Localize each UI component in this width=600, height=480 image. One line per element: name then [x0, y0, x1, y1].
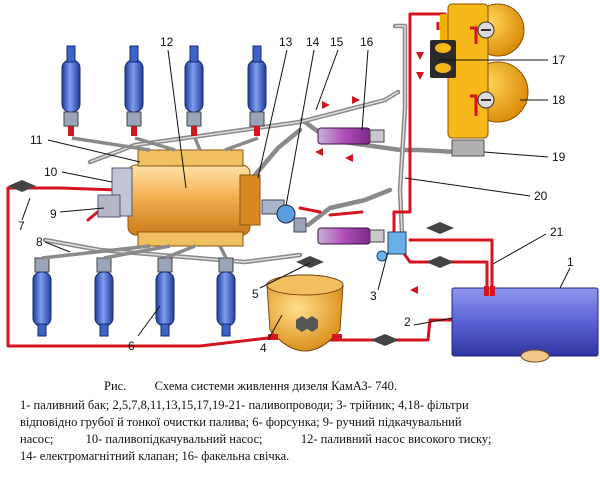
caption-line-3: насос; 10- паливопідкачувальний насос; 1…	[20, 431, 492, 448]
label-1: 1	[567, 255, 574, 269]
label-21: 21	[550, 225, 564, 239]
injector-top-3	[184, 45, 204, 136]
injector-bottom-1	[32, 257, 52, 337]
label-15: 15	[330, 35, 344, 49]
caption-line-3a: насос;	[20, 432, 54, 446]
label-11: 11	[30, 133, 43, 147]
label-3: 3	[370, 289, 377, 303]
fine-filter	[430, 3, 529, 157]
injector-top-4	[247, 45, 267, 136]
label-2: 2	[404, 315, 411, 329]
leader-lines	[21, 49, 571, 341]
caption-line-2: відповідно грубої й тонкої очистки палив…	[20, 415, 462, 429]
caption-line-3b: 10- паливопідкачувальний насос;	[85, 432, 263, 446]
injector-bottom-3	[155, 257, 175, 337]
label-10: 10	[44, 165, 58, 179]
label-5: 5	[252, 287, 259, 301]
caption-line-1: 1- паливний бак; 2,5,7,8,11,13,15,17,19-…	[20, 398, 469, 412]
label-19: 19	[552, 150, 566, 164]
injectors-bottom	[32, 257, 236, 337]
solenoid-valve	[261, 199, 307, 233]
injector-top-1	[61, 45, 81, 136]
glow-plugs	[317, 127, 385, 245]
label-14: 14	[306, 35, 320, 49]
label-20: 20	[534, 189, 548, 203]
caption-line-3c: 12- паливний насос високого тиску;	[300, 432, 492, 446]
injectors-top	[61, 45, 267, 136]
hp-lines-top	[71, 136, 259, 152]
injector-bottom-2	[94, 257, 114, 337]
caption-title-row: Рис. Схема системи живлення дизеля КамАЗ…	[104, 378, 397, 395]
hp-lines-bottom	[41, 244, 228, 260]
caption-line-4: 14- електромагнітний клапан; 16- факельн…	[20, 449, 290, 463]
injector-top-2	[124, 45, 144, 136]
label-9: 9	[50, 207, 57, 221]
injector-bottom-4	[216, 257, 236, 337]
label-18: 18	[552, 93, 566, 107]
caption-fig-label: Рис.	[104, 379, 127, 393]
figure-caption: Рис. Схема системи живлення дизеля КамАЗ…	[0, 372, 600, 480]
label-6: 6	[128, 339, 135, 353]
flow-arrows	[8, 52, 454, 346]
label-8: 8	[36, 235, 43, 249]
label-12: 12	[160, 35, 174, 49]
fuel-tank	[451, 286, 599, 363]
fuel-system-diagram: 1 2 3 4 5 6 7 8 9 10 11 12 13 14 15 16 1…	[6, 3, 599, 363]
callout-numbers: 1 2 3 4 5 6 7 8 9 10 11 12 13 14 15 16 1…	[18, 35, 574, 355]
caption-title: Схема системи живлення дизеля КамАЗ- 740…	[154, 379, 397, 393]
high-pressure-pump	[97, 149, 261, 247]
label-13: 13	[279, 35, 293, 49]
label-4: 4	[260, 341, 267, 355]
label-16: 16	[360, 35, 374, 49]
label-17: 17	[552, 53, 566, 67]
label-7: 7	[18, 219, 25, 233]
coarse-filter	[266, 274, 344, 352]
